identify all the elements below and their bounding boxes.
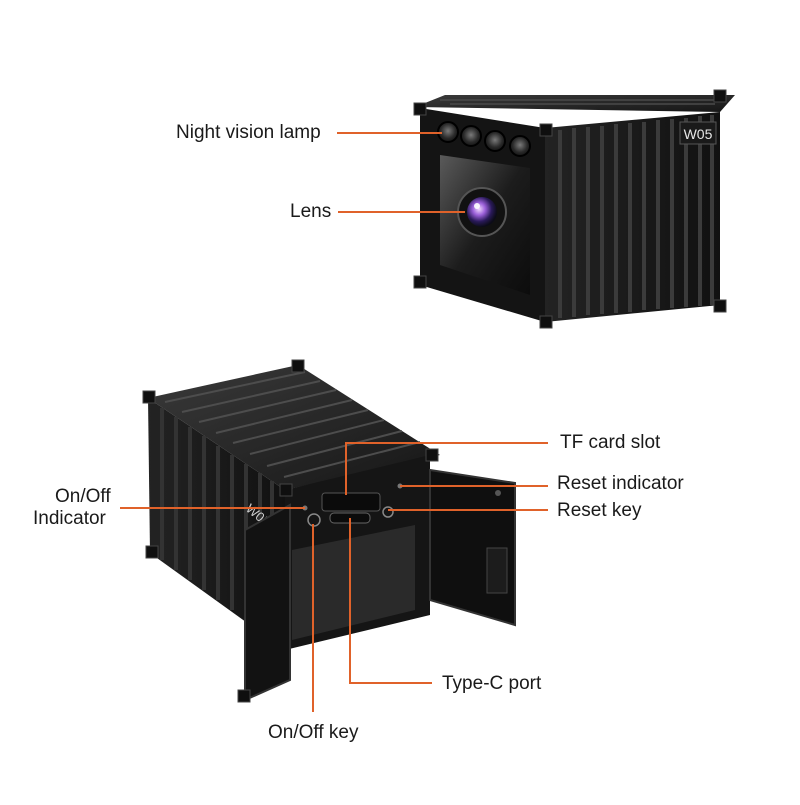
leader-tf-card-slot [345,442,548,495]
label-reset-indicator: Reset indicator [557,473,684,494]
corner-castings-rear [142,359,439,703]
label-onoff-indicator-line1: On/Off [55,486,111,507]
model-badge-text: W05 [684,126,713,142]
model-badge [679,121,717,145]
leader-type-c-port [349,518,432,684]
camera-rear-view: W05 [142,359,516,703]
reset-icon [382,506,394,518]
label-type-c-port: Type-C port [442,673,542,694]
camera-front-view: W05 [413,89,735,329]
top-ribs-rear [164,371,421,478]
label-night-vision-lamp: Night vision lamp [176,122,321,143]
label-reset-key: Reset key [557,500,642,521]
leader-lines [120,132,548,712]
label-lens: Lens [290,201,332,222]
label-onoff-indicator-line2: Indicator [33,508,106,529]
door-latch [486,547,508,594]
top-ribs [440,99,725,105]
label-onoff-key: On/Off key [268,722,359,743]
lens [457,187,507,237]
night-vision-lamps [437,121,531,157]
tf-card-slot [321,492,381,512]
side-ribs [558,115,714,318]
left-door [244,503,291,702]
label-tf-card-slot: TF card slot [560,432,661,453]
corner-castings [413,89,727,329]
